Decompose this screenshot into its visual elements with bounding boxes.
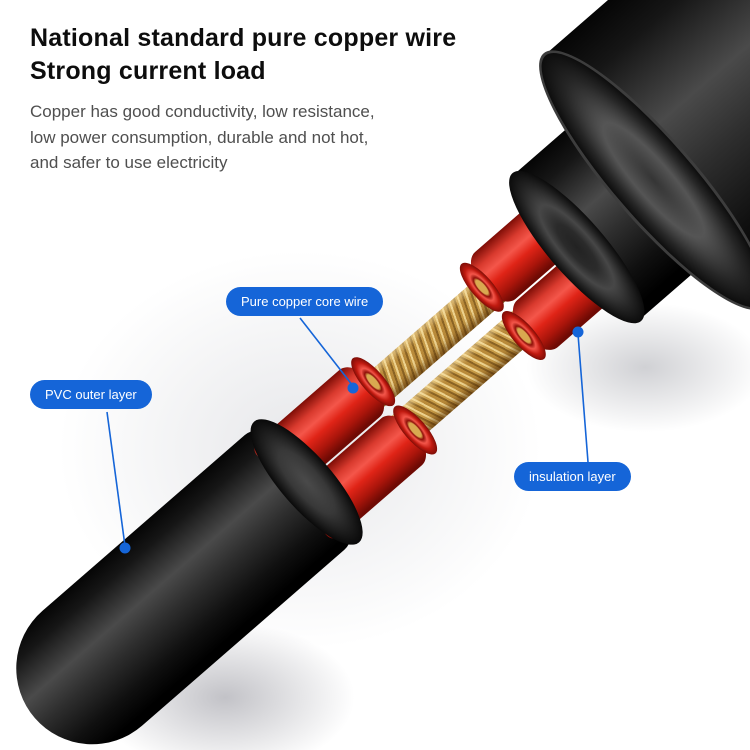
page-title: National standard pure copper wire Stron… xyxy=(30,22,590,87)
callout-insulation-layer: insulation layer xyxy=(514,462,631,491)
title-line-1: National standard pure copper wire xyxy=(30,24,457,52)
callout-pure-copper-core-wire: Pure copper core wire xyxy=(226,287,384,316)
header: National standard pure copper wire Stron… xyxy=(30,22,590,176)
callout-pvc-outer-layer: PVC outer layer xyxy=(30,380,152,409)
description-line-1: Copper has good conductivity, low resist… xyxy=(30,102,375,121)
description-line-2: low power consumption, durable and not h… xyxy=(30,127,369,147)
description: Copper has good conductivity, low resist… xyxy=(30,99,590,176)
description-line-3: and safer to use electricity xyxy=(30,153,228,172)
title-line-2: Strong current load xyxy=(30,56,266,85)
